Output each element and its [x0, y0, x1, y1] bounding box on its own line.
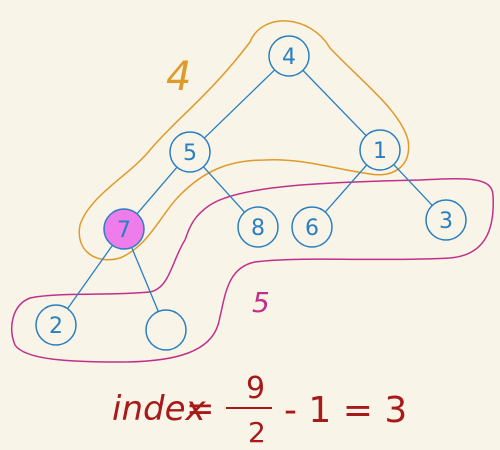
- node-circle: [35, 304, 77, 346]
- node-circle: [237, 206, 279, 248]
- tree-node-3: 3: [425, 199, 467, 241]
- node-label: 8: [251, 216, 265, 241]
- formula-numerator: 9: [246, 371, 265, 406]
- edge-n7-n2: [67, 244, 113, 310]
- node-circle: [291, 206, 333, 248]
- node-circle: [359, 129, 401, 171]
- orange-group-outline: [78, 20, 410, 261]
- edge-n4-n5: [203, 69, 276, 139]
- magenta-group-label: 5: [252, 286, 270, 319]
- tree-node-5: 5: [169, 131, 211, 173]
- node-circle: [103, 208, 145, 250]
- edge-n5-n8: [202, 166, 246, 213]
- edge-n4-n1: [302, 69, 367, 137]
- tree-node-1: 1: [359, 129, 401, 171]
- tree-node-6: 6: [291, 206, 333, 248]
- node-circle: [425, 199, 467, 241]
- node-label: 5: [183, 141, 197, 166]
- tree-node-4: 4: [268, 35, 310, 77]
- tree-node-empty: [145, 309, 187, 351]
- node-label: 4: [282, 45, 296, 70]
- magenta-group-outline: [11, 178, 494, 363]
- edge-n5-n7: [136, 166, 178, 215]
- orange-group-label: 4: [166, 54, 191, 100]
- node-label: 3: [439, 209, 453, 234]
- node-circle: [169, 131, 211, 173]
- node-label: 6: [305, 216, 319, 241]
- node-circle: [145, 309, 187, 351]
- node-label: 1: [373, 139, 387, 164]
- formula-rest: - 1 = 3: [284, 390, 407, 431]
- formula-prefix: index: [112, 389, 206, 429]
- node-label: 7: [117, 218, 131, 243]
- node-circle: [268, 35, 310, 77]
- formula-denominator: 2: [248, 416, 266, 449]
- index-formula: index = 9 2 - 1 = 3: [112, 371, 407, 449]
- tree-node-7: 7: [103, 208, 145, 250]
- node-label: 2: [49, 314, 63, 339]
- tree-node-8: 8: [237, 206, 279, 248]
- edge-n7-nEmpty: [131, 247, 159, 312]
- tree-node-2: 2: [35, 304, 77, 346]
- formula-equals: =: [186, 389, 215, 429]
- edge-n1-n3: [393, 164, 433, 206]
- edge-n1-n6: [324, 164, 368, 213]
